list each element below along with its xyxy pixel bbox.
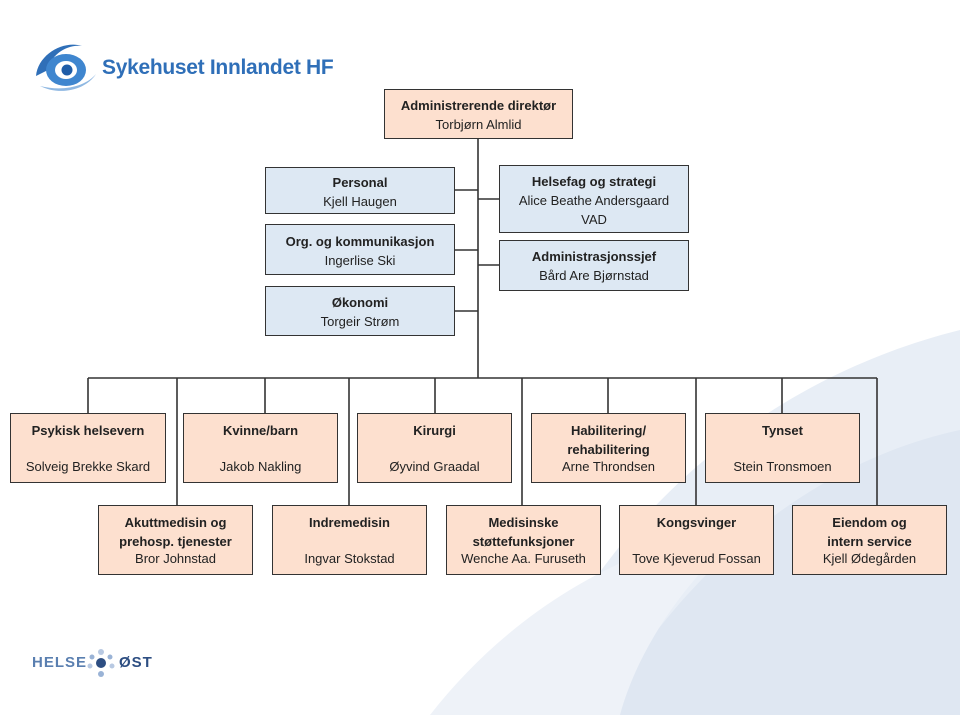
swirl-eye-icon <box>36 44 96 91</box>
logo-text-left: HELSE <box>32 654 88 671</box>
division-indremedisin: Indremedisin Ingvar Stokstad <box>272 505 427 575</box>
division-psykisk-helsevern: Psykisk helsevern Solveig Brekke Skard <box>10 413 166 483</box>
division-leader: Bror Johnstad <box>135 551 216 566</box>
helse-ost-logo: HELSE ØST <box>28 642 168 682</box>
dots-icon <box>87 649 115 677</box>
logo-text-right: ØST <box>119 654 153 671</box>
staff-economy-box: Økonomi Torgeir Strøm <box>265 286 455 336</box>
staff-personal-box: Personal Kjell Haugen <box>265 167 455 214</box>
division-tynset: Tynset Stein Tronsmoen <box>705 413 860 483</box>
staff-name: Torgeir Strøm <box>320 314 400 329</box>
division-leader: Ingvar Stokstad <box>304 551 395 566</box>
division-medisinske-stottefunksjoner: Medisinske støttefunksjoner Wenche Aa. F… <box>446 505 601 575</box>
staff-org-communication-box: Org. og kommunikasjon Ingerlise Ski <box>265 224 455 275</box>
division-leader: Jakob Nakling <box>219 459 302 474</box>
division-leader: Kjell Ødegården <box>822 551 917 566</box>
division-eiendom: Eiendom og intern service Kjell Ødegårde… <box>792 505 947 575</box>
sykehuset-innlandet-logo: Sykehuset Innlandet HF <box>30 36 334 96</box>
staff-administration-box: Administrasjonssjef Bård Are Bjørnstad <box>499 240 689 291</box>
staff-name: Kjell Haugen <box>323 194 397 209</box>
ceo-box: Administrerende direktør Torbjørn Almlid <box>384 89 573 139</box>
division-kirurgi: Kirurgi Øyvind Graadal <box>357 413 512 483</box>
staff-title: Administrasjonssjef <box>531 249 657 264</box>
staff-role: VAD <box>581 212 607 227</box>
division-leader: Øyvind Graadal <box>389 459 480 474</box>
division-akuttmedisin: Akuttmedisin og prehosp. tjenester Bror … <box>98 505 253 575</box>
staff-health-strategy-box: Helsefag og strategi Alice Beathe Anders… <box>499 165 689 233</box>
logo-text: Sykehuset Innlandet HF <box>102 56 334 79</box>
division-title: Medisinske <box>488 515 559 530</box>
ceo-name: Torbjørn Almlid <box>435 117 522 132</box>
staff-name: Alice Beathe Andersgaard <box>518 193 670 208</box>
division-leader: Wenche Aa. Furuseth <box>461 551 586 566</box>
staff-title: Økonomi <box>331 295 389 310</box>
division-title: Tynset <box>762 423 803 438</box>
staff-name: Ingerlise Ski <box>324 253 396 268</box>
division-habilitering: Habilitering/ rehabilitering Arne Thrond… <box>531 413 686 483</box>
division-title-line2: støttefunksjoner <box>472 534 575 549</box>
staff-title: Org. og kommunikasjon <box>285 234 435 249</box>
division-leader: Tove Kjeverud Fossan <box>632 551 761 566</box>
division-title-line2: intern service <box>827 534 912 549</box>
division-kvinne-barn: Kvinne/barn Jakob Nakling <box>183 413 338 483</box>
staff-title: Personal <box>332 175 388 190</box>
division-title-line2: rehabilitering <box>567 442 650 457</box>
ceo-title: Administrerende direktør <box>400 98 557 113</box>
staff-title: Helsefag og strategi <box>531 174 657 189</box>
division-title: Kongsvinger <box>656 515 737 530</box>
division-title: Kvinne/barn <box>222 423 299 438</box>
staff-name: Bård Are Bjørnstad <box>539 268 649 283</box>
division-title: Eiendom og <box>832 515 907 530</box>
division-leader: Arne Throndsen <box>562 459 655 474</box>
division-title: Indremedisin <box>309 515 390 530</box>
division-title-line2: prehosp. tjenester <box>119 534 232 549</box>
division-title: Akuttmedisin og <box>124 515 227 530</box>
division-title: Kirurgi <box>413 423 456 438</box>
division-leader: Solveig Brekke Skard <box>25 459 151 474</box>
division-leader: Stein Tronsmoen <box>733 459 832 474</box>
division-title: Psykisk helsevern <box>31 423 145 438</box>
division-title: Habilitering/ <box>570 423 647 438</box>
division-kongsvinger: Kongsvinger Tove Kjeverud Fossan <box>619 505 774 575</box>
